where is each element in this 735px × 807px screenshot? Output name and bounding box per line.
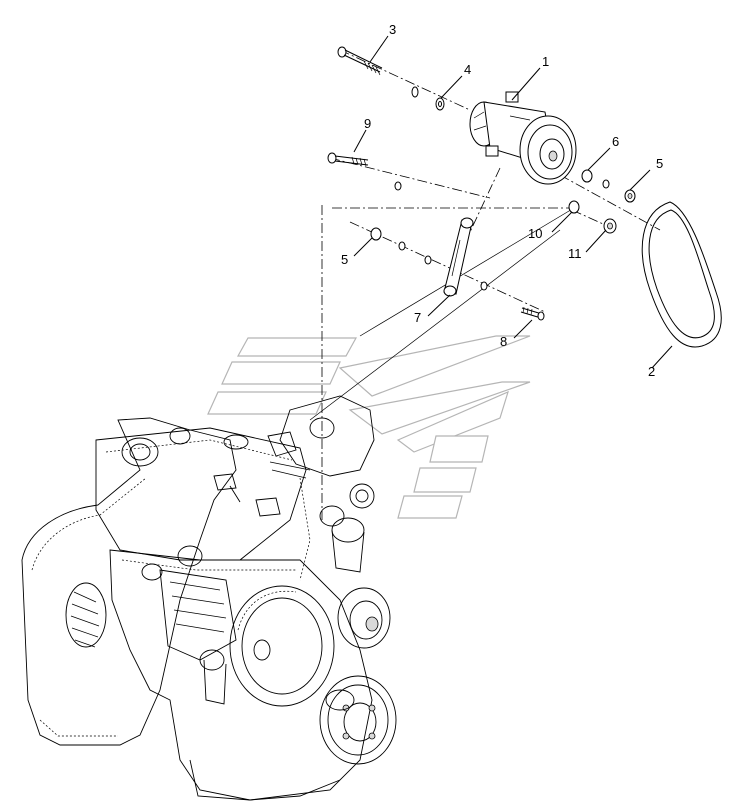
callout-4: 4	[464, 62, 471, 77]
callout-10: 10	[528, 226, 542, 241]
callout-9: 9	[364, 116, 371, 131]
callout-labels: 1 2 3 4 5 5 6 7 8 9 10 11	[341, 22, 663, 379]
callout-7: 7	[414, 310, 421, 325]
bolt-8	[520, 306, 545, 321]
washers-4	[411, 86, 445, 111]
bolt-3	[337, 46, 383, 76]
callout-3: 3	[389, 22, 396, 37]
compressor-1	[469, 91, 577, 185]
callout-2: 2	[648, 364, 655, 379]
belt-2	[641, 201, 722, 348]
callout-1: 1	[542, 54, 549, 69]
callout-8: 8	[500, 334, 507, 349]
bracket-7	[443, 217, 474, 297]
spacers-10-11	[568, 200, 617, 234]
leader-lines	[353, 35, 673, 369]
callout-5-right: 5	[656, 156, 663, 171]
callout-11: 11	[568, 246, 582, 261]
bolt-9	[327, 152, 402, 191]
nuts-6-5	[581, 169, 636, 203]
watermark-logo	[207, 335, 531, 519]
left-washers-5	[370, 227, 488, 291]
callout-5-left: 5	[341, 252, 348, 267]
engine-block	[21, 395, 397, 801]
callout-6: 6	[612, 134, 619, 149]
